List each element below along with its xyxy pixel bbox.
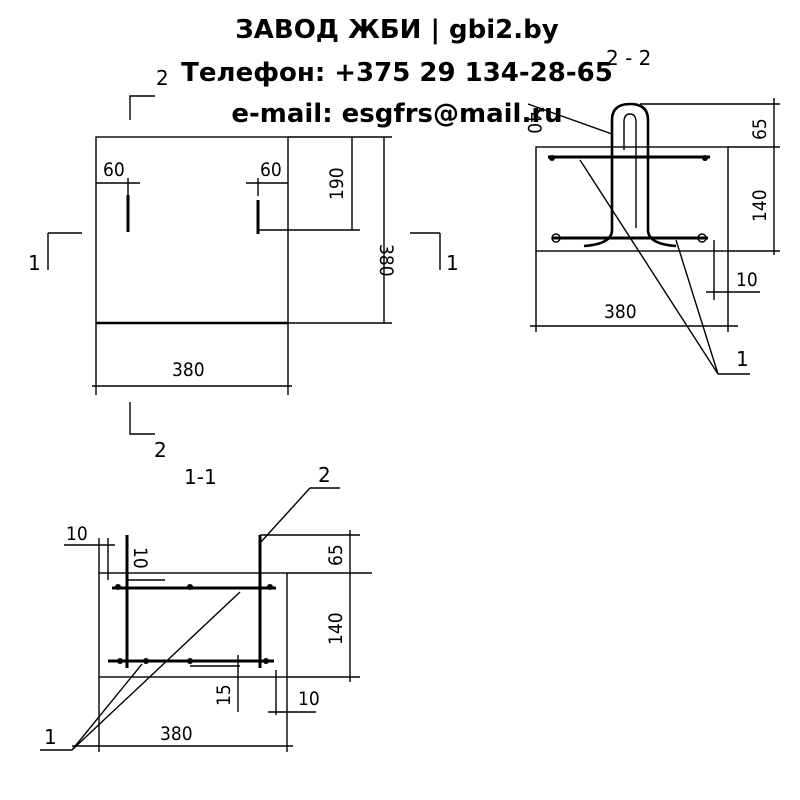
section-2-2-loop-inner [623,113,637,228]
dim-380-height: 380 [375,244,397,277]
cut-2-top: 2 [156,66,169,90]
rebar-dot [117,658,123,664]
section-2-2: 2 - 2 40 65 140 10 380 [523,46,780,375]
dim-380: 380 [604,301,637,323]
cut-mark-2-top [129,95,155,120]
rebar-dot [187,658,193,664]
dim-380-width: 380 [172,359,205,381]
dim-380: 380 [160,723,193,745]
section-2-2-loop-left [583,150,614,248]
rebar-ring [697,233,707,243]
section-2-2-loop [610,102,677,248]
rebar-dot [267,584,273,590]
section-1-1-title: 1-1 [184,465,217,489]
leader-1-a [71,591,241,751]
header-line-phone: Телефон: +375 29 134-28-65 [181,58,613,88]
dim-leader-40 [527,103,613,135]
rebar-ring [551,233,561,243]
rebar-dot [549,155,555,161]
dim-140: 140 [325,612,347,645]
cut-1-left: 1 [28,251,41,275]
cut-1-right: 1 [446,251,459,275]
leader-1: 1 [736,347,749,371]
rebar-dot [115,584,121,590]
dim-10-left: 10 [66,523,88,545]
dim-60-right: 60 [260,159,282,181]
leader-1-label: 1 [44,725,57,749]
section-1-1: 1-1 10 10 65 140 15 [40,463,372,752]
dim-10: 10 [736,269,758,291]
dim-60-left: 60 [103,159,125,181]
rebar-dot [143,658,149,664]
section-2-2-title: 2 - 2 [606,46,651,70]
section-1-1-body [98,572,288,678]
header-line-factory: ЗАВОД ЖБИ | gbi2.by [235,15,558,45]
plan-view: 60 60 190 380 380 2 2 1 1 [28,66,459,462]
dim-190: 190 [326,167,348,200]
dim-65: 65 [749,118,771,140]
leader-1-b [71,663,143,751]
dim-140: 140 [749,189,771,222]
dim-40: 40 [523,112,545,134]
rebar-dot [263,658,269,664]
section-2-2-body [535,146,729,252]
leader-1-b [675,239,719,375]
dim-10-inner: 10 [129,547,151,569]
dim-15: 15 [213,684,235,706]
leader-1-a [579,159,719,375]
cut-mark-2-bottom [129,402,155,435]
header-line-email: e-mail: esgfrs@mail.ru [231,99,562,129]
rebar-dot [187,584,193,590]
leader-2-label: 2 [318,463,331,487]
rebar-dot [702,155,708,161]
cut-2-bottom: 2 [154,438,167,462]
dim-10-right: 10 [298,688,320,710]
dim-65: 65 [325,544,347,566]
leader-2 [259,487,311,544]
